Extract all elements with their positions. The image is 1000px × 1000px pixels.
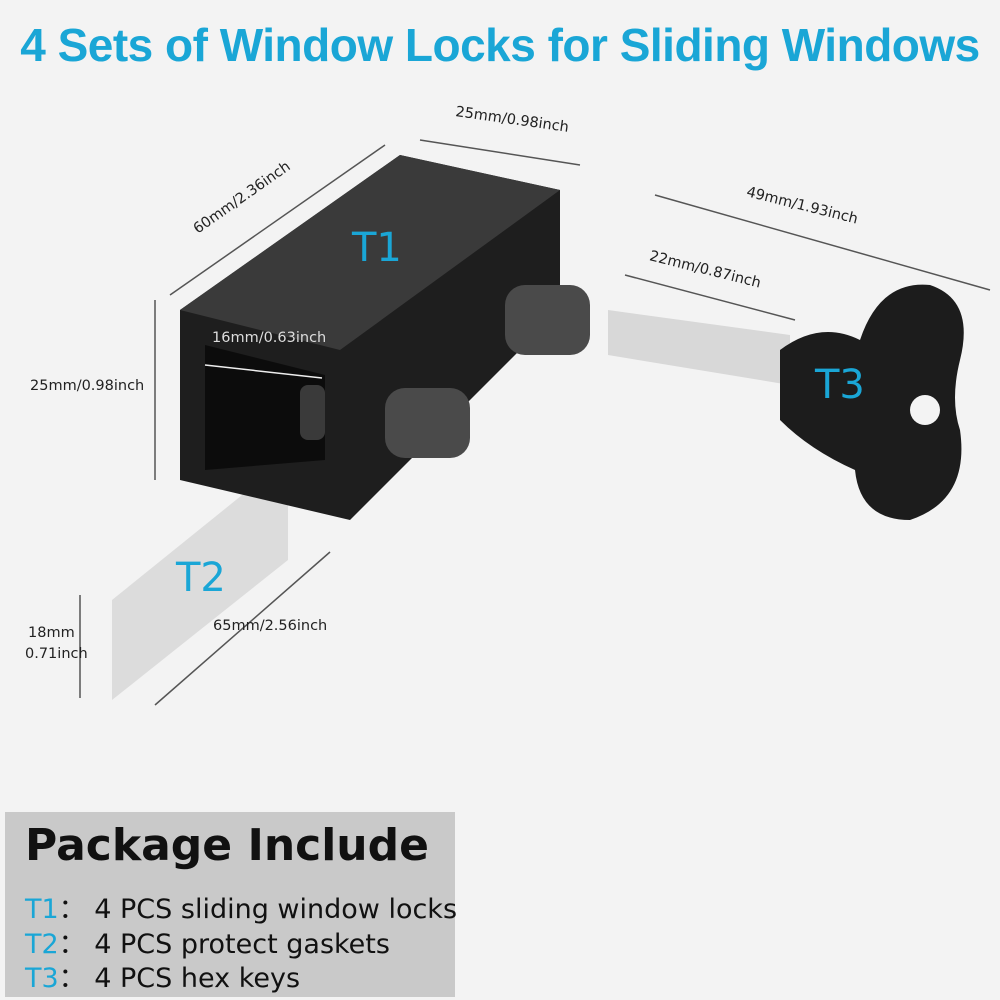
screw-1 [505, 285, 590, 355]
package-title: Package Include [25, 820, 429, 871]
package-item: T2： 4 PCS protect gaskets [25, 929, 390, 960]
package-item: T3： 4 PCS hex keys [25, 963, 301, 994]
package-include-box: Package Include T1： 4 PCS sliding window… [5, 812, 458, 997]
key-shaft [608, 310, 790, 385]
t3-label: T3 [815, 362, 865, 408]
key-handle [780, 284, 964, 520]
page-title: 4 Sets of Window Locks for Sliding Windo… [20, 19, 980, 71]
t2-height-mm-dim: 18mm [28, 625, 75, 641]
t1-label: T1 [352, 225, 402, 271]
t2-label: T2 [176, 555, 226, 601]
t2-length-dim: 65mm/2.56inch [213, 618, 328, 634]
t1-height-dim: 25mm/0.98inch [30, 378, 145, 394]
gasket-shape [112, 458, 288, 700]
screw-2 [385, 388, 470, 458]
t1-opening-dim: 16mm/0.63inch [212, 330, 327, 346]
t2-height-in-dim: 0.71inch [25, 646, 88, 662]
package-item: T1： 4 PCS sliding window locks [25, 894, 458, 925]
